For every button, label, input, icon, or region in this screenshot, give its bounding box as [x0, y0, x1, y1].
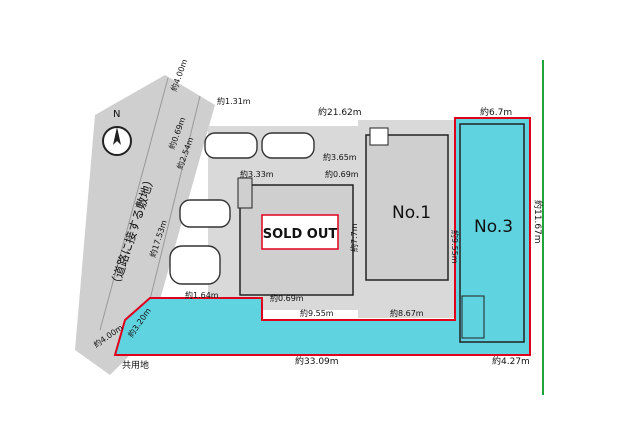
no3-annex — [461, 295, 485, 339]
dim-top-left-small: 約1.31m — [217, 96, 251, 106]
north-label: N — [113, 109, 120, 120]
dim-bottom-length: 約33.09m — [295, 355, 339, 367]
dim-bottom-right: 約4.27m — [492, 355, 530, 367]
dim-bottom-mid-b: 約8.67m — [390, 308, 424, 318]
no1-label: No.1 — [392, 203, 431, 223]
dim-no3-right-side: 約11.67m — [532, 200, 544, 244]
no1-annex — [369, 127, 389, 146]
shared-area-label: 共用地 — [122, 359, 149, 371]
no3-building — [459, 123, 525, 343]
road-width: 約4.00m — [168, 57, 189, 92]
compass-icon — [102, 126, 132, 156]
car-icon — [261, 132, 315, 159]
dim-bottom-mid-a: 約9.55m — [300, 308, 334, 318]
car-icon — [204, 132, 258, 159]
sold-out-label: SOLD OUT — [263, 227, 338, 242]
no1-building — [365, 134, 449, 281]
dim-top-length: 約21.62m — [318, 106, 362, 118]
road-edge-line — [99, 77, 169, 331]
sold-badge — [261, 214, 339, 250]
dim-sold-side: 約7.7m — [349, 223, 359, 252]
dim-3-33: 約3.33m — [240, 169, 274, 179]
car-icon — [179, 199, 231, 228]
dim-no1-right: 約9.55m — [450, 230, 460, 264]
car-icon — [169, 245, 221, 285]
dim-lower-left: 約1.64m — [185, 290, 219, 300]
dim-0-69-lower: 約0.69m — [270, 293, 304, 303]
sold-annex — [237, 177, 253, 209]
dim-3-65: 約3.65m — [323, 152, 357, 162]
road-edge-line — [144, 95, 201, 321]
no3-label: No.3 — [474, 217, 513, 237]
dim-0-69-upper: 約0.69m — [325, 169, 359, 179]
dim-top-right: 約6.7m — [480, 106, 512, 118]
